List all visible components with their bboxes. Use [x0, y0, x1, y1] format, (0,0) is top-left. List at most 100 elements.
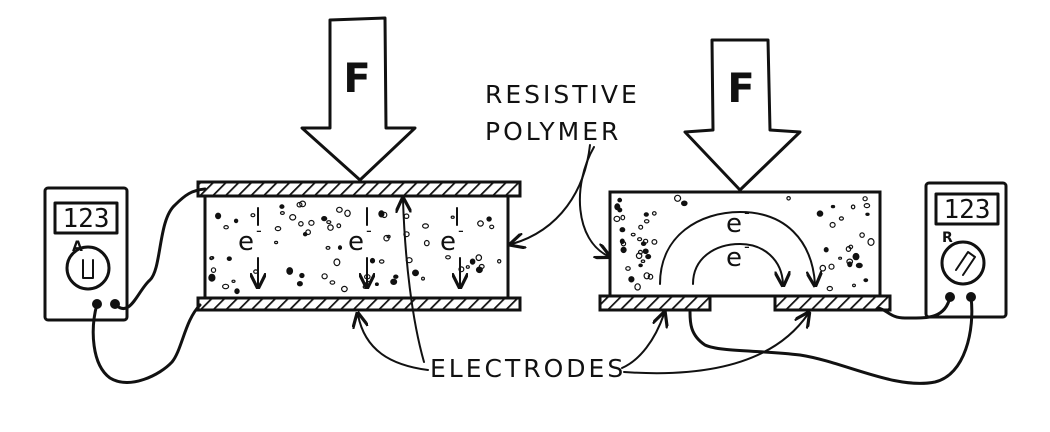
polymer-particle [863, 203, 871, 209]
polymer-particle [489, 224, 495, 230]
left-meter-mode: A [72, 239, 83, 255]
polymer-particle [321, 216, 328, 222]
pointer-electrode-left-top [403, 200, 425, 363]
polymer-particle [497, 258, 502, 264]
electron-symbol: e [726, 209, 742, 239]
polymer-particle [299, 200, 307, 208]
polymer-particle [643, 219, 650, 224]
polymer-particle [651, 211, 657, 216]
electron-symbol: e [238, 227, 254, 257]
polymer-particle [234, 288, 240, 295]
polymer-particle [651, 238, 658, 245]
polymer-particle [321, 273, 328, 280]
left-force-arrow: F [300, 16, 417, 182]
polymer-particle [226, 256, 232, 262]
polymer-particle [223, 224, 229, 230]
polymer-particle [647, 273, 654, 280]
polymer-particle [625, 266, 631, 271]
polymer-particle [823, 246, 829, 253]
polymer-particle [390, 278, 398, 285]
polymer-particle [231, 279, 236, 283]
polymer-particle [329, 280, 336, 285]
polymer-particle [299, 272, 305, 279]
right-meter-dial [940, 240, 986, 286]
left-wire-top [113, 187, 207, 311]
polymer-particle [279, 204, 285, 209]
right-meter: 123 R [924, 181, 1008, 319]
left-meter-dial [65, 245, 111, 291]
polymer-particle [386, 234, 391, 239]
polymer-particle [850, 204, 856, 210]
polymer-particle [222, 283, 230, 290]
resistive-label-line2: POLYMER [485, 117, 621, 146]
polymer-particle [620, 214, 626, 221]
right-force-arrow: F [683, 38, 802, 192]
polymer-particle [369, 257, 376, 264]
polymer-particle [422, 223, 430, 229]
polymer-particle [469, 258, 476, 265]
polymer-particle [215, 212, 222, 220]
polymer-particle [298, 221, 304, 227]
polymer-particle [628, 276, 635, 283]
polymer-particle [208, 273, 216, 282]
polymer-particle [634, 283, 641, 291]
polymer-particle [209, 255, 215, 260]
polymer-particle [289, 214, 297, 221]
polymer-particle [619, 227, 626, 233]
left-electron-1: e - [238, 207, 262, 286]
polymer-particle [337, 245, 343, 250]
polymer-particle [638, 224, 644, 230]
polymer-particle [673, 194, 682, 202]
electron-symbol: e [440, 227, 456, 257]
pointer-electrode-left-bottom [358, 315, 429, 371]
left-sensor: F e - e - e - [43, 16, 522, 384]
polymer-particle [642, 238, 649, 244]
pointer-electrode-right-right [623, 314, 808, 375]
polymer-particle [344, 209, 351, 217]
electron-symbol: e [348, 227, 364, 257]
left-electron-3: e - [440, 207, 464, 286]
left-meter-readout: 123 [63, 204, 110, 234]
electron-charge: - [256, 221, 262, 240]
right-current-arc-inner [692, 243, 783, 284]
left-meter: 123 A [43, 186, 129, 322]
pointer-electrode-right-left [621, 314, 664, 369]
right-electrode-left [598, 294, 712, 312]
polymer-particle [327, 224, 334, 231]
polymer-particle [374, 282, 379, 287]
right-electron-2: e - [726, 237, 750, 273]
polymer-particle [865, 212, 870, 216]
polymer-particle [308, 219, 315, 226]
left-electron-2: e - [348, 207, 372, 286]
polymer-particle [445, 255, 451, 260]
polymer-particle [630, 232, 636, 237]
polymer-particle [786, 196, 791, 201]
polymer-particle [613, 215, 621, 223]
polymer-particle [642, 248, 649, 255]
polymer-particle [636, 237, 643, 242]
resistive-label-line1: RESISTIVE [485, 80, 640, 109]
polymer-particle [381, 211, 388, 219]
left-wire-bottom [91, 302, 202, 384]
polymer-particle [326, 220, 332, 225]
polymer-particle [863, 278, 869, 283]
polymer-particle [274, 240, 279, 245]
polymer-particle [378, 259, 385, 264]
polymer-particle [643, 212, 649, 217]
right-meter-knob [955, 251, 976, 276]
left-force-label: F [343, 56, 370, 102]
electron-charge: - [744, 203, 750, 222]
polymer-particle [336, 223, 342, 229]
polymer-particle [286, 267, 294, 275]
polymer-particle [333, 258, 341, 267]
right-wire-1 [876, 295, 952, 320]
polymer-particle [475, 266, 483, 274]
electron-charge: - [366, 221, 372, 240]
polymer-particle [838, 256, 843, 260]
polymer-particle [274, 226, 282, 232]
electron-charge: - [458, 221, 464, 240]
right-meter-readout: 123 [944, 195, 991, 225]
polymer-particle [645, 254, 652, 260]
polymer-particle [620, 246, 627, 254]
